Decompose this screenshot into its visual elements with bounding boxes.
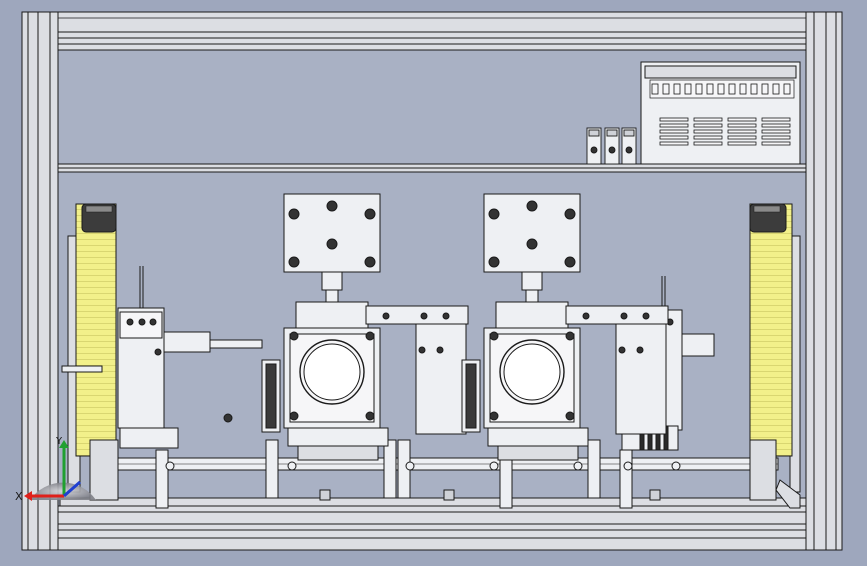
x-axis-label: X [15, 490, 23, 503]
base-plate [59, 497, 807, 507]
bolt [564, 208, 576, 220]
rail-bolt [623, 461, 633, 471]
vent-slot [727, 129, 757, 134]
rail-bolt [165, 461, 175, 471]
mount-bolt [319, 489, 331, 501]
rail-bolt [489, 461, 499, 471]
vent-slot [761, 135, 791, 140]
vent-slot [727, 141, 757, 146]
bolt [364, 256, 376, 268]
rail-bolt [573, 461, 583, 471]
bolt [288, 208, 300, 220]
terminal-screw [673, 83, 681, 95]
controller-vents [651, 83, 791, 146]
support-post [155, 449, 169, 509]
terminal-screw [706, 83, 714, 95]
vent-slot [693, 129, 723, 134]
frame-left-column [21, 11, 59, 551]
support-post [265, 439, 279, 499]
terminal-screw [684, 83, 692, 95]
bolt [526, 238, 538, 250]
terminal-screw [750, 83, 758, 95]
vent-slot [659, 141, 689, 146]
frame-right-column [805, 11, 843, 551]
vent-slot [659, 123, 689, 128]
rail-bolt [671, 461, 681, 471]
bolt [564, 256, 576, 268]
left-cylinder-unit [117, 266, 263, 449]
rail-bolt [405, 461, 415, 471]
left-valve-unit [261, 193, 469, 461]
bolt [326, 238, 338, 250]
vent-slot [761, 123, 791, 128]
vent-slot [727, 123, 757, 128]
vent-slot [761, 129, 791, 134]
vent-slot [659, 117, 689, 122]
vent-slot [693, 141, 723, 146]
z-axis-origin-icon [63, 480, 81, 498]
bolt [488, 256, 500, 268]
terminal-screw [761, 83, 769, 95]
terminal-screw [695, 83, 703, 95]
spring-coupler [639, 425, 669, 451]
terminal-screw [651, 83, 659, 95]
mount-bolt [443, 489, 455, 501]
mount-bolt [649, 489, 661, 501]
relay-module [586, 127, 602, 165]
terminal-screw [739, 83, 747, 95]
bolt [364, 208, 376, 220]
vent-slot [727, 135, 757, 140]
bolt [488, 208, 500, 220]
vent-slot [659, 129, 689, 134]
bolt [288, 256, 300, 268]
bolt [526, 200, 538, 212]
vent-slot [761, 117, 791, 122]
support-post [383, 439, 397, 499]
bolt [326, 200, 338, 212]
frame-bottom-beam [21, 505, 843, 551]
relay-module [604, 127, 620, 165]
vent-slot [727, 117, 757, 122]
vent-slot [693, 135, 723, 140]
right-light-curtain [749, 203, 801, 509]
terminal-screw [717, 83, 725, 95]
support-post [619, 449, 633, 509]
relay-module [621, 127, 637, 165]
controller-box [640, 61, 801, 165]
vent-slot [761, 141, 791, 146]
terminal-screw [783, 83, 791, 95]
left-light-curtain [61, 203, 119, 501]
terminal-screw [728, 83, 736, 95]
vent-slot [693, 117, 723, 122]
axis-triad: X Y [15, 436, 96, 503]
right-valve-unit [461, 193, 669, 461]
base-supports [155, 439, 681, 509]
y-axis-label: Y [55, 436, 63, 447]
vent-slot [659, 135, 689, 140]
support-post [587, 439, 601, 499]
rail-bolt [287, 461, 297, 471]
terminal-screw [662, 83, 670, 95]
terminal-screw [772, 83, 780, 95]
relay-modules [586, 127, 637, 165]
vent-slot [693, 123, 723, 128]
